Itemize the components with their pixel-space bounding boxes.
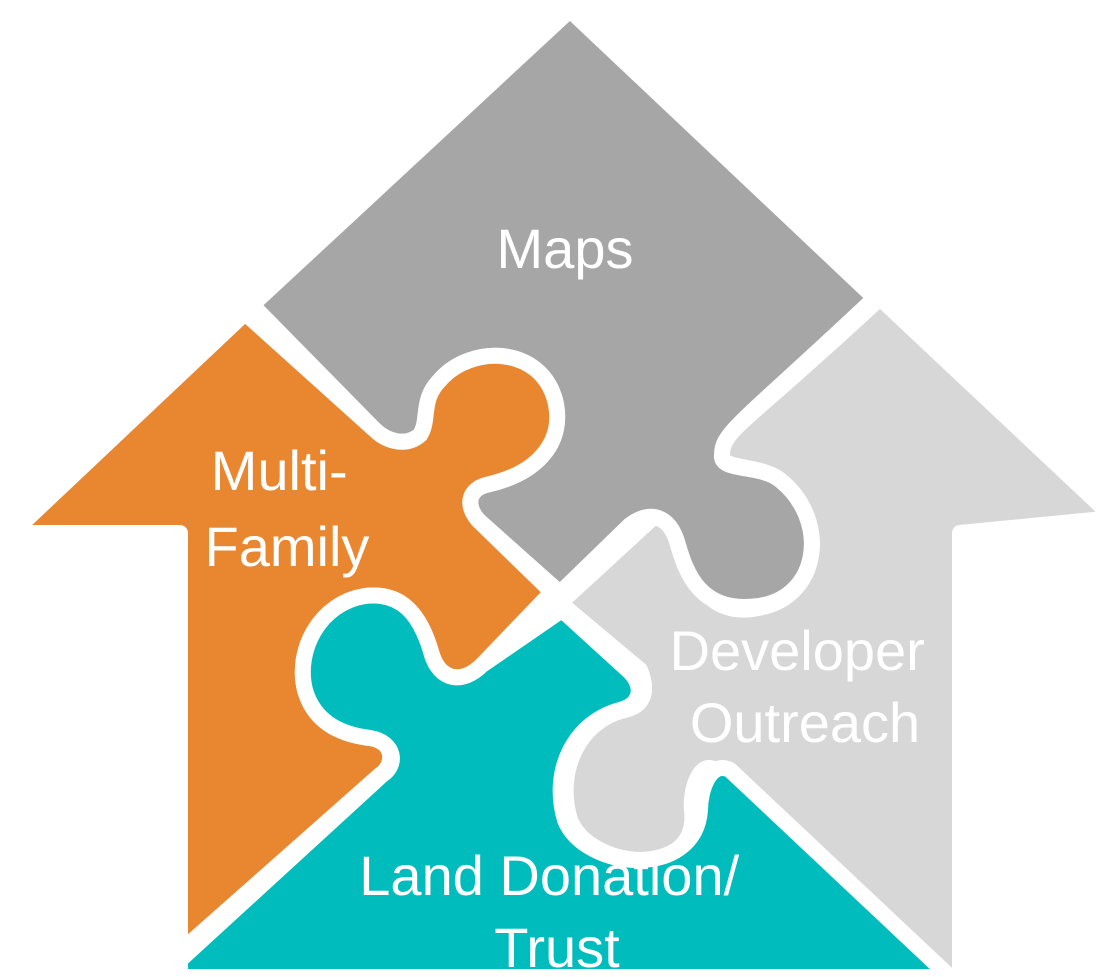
land-donation-label-line-1: Land Donation/ xyxy=(359,844,739,907)
multi-family-label-line-1: Multi- xyxy=(211,439,348,502)
developer-outreach-label: Developer Outreach xyxy=(670,619,941,754)
developer-outreach-label-line-1: Developer xyxy=(670,619,925,682)
land-donation-piece xyxy=(172,587,958,977)
multi-family-label-line-2: Family xyxy=(205,515,370,578)
land-donation-label-line-2: Trust xyxy=(494,916,620,977)
multi-family-label: Multi- Family xyxy=(205,439,370,578)
developer-outreach-label-line-2: Outreach xyxy=(690,691,920,754)
maps-label: Maps xyxy=(497,217,634,280)
land-donation-label: Land Donation/ Trust xyxy=(359,844,754,977)
